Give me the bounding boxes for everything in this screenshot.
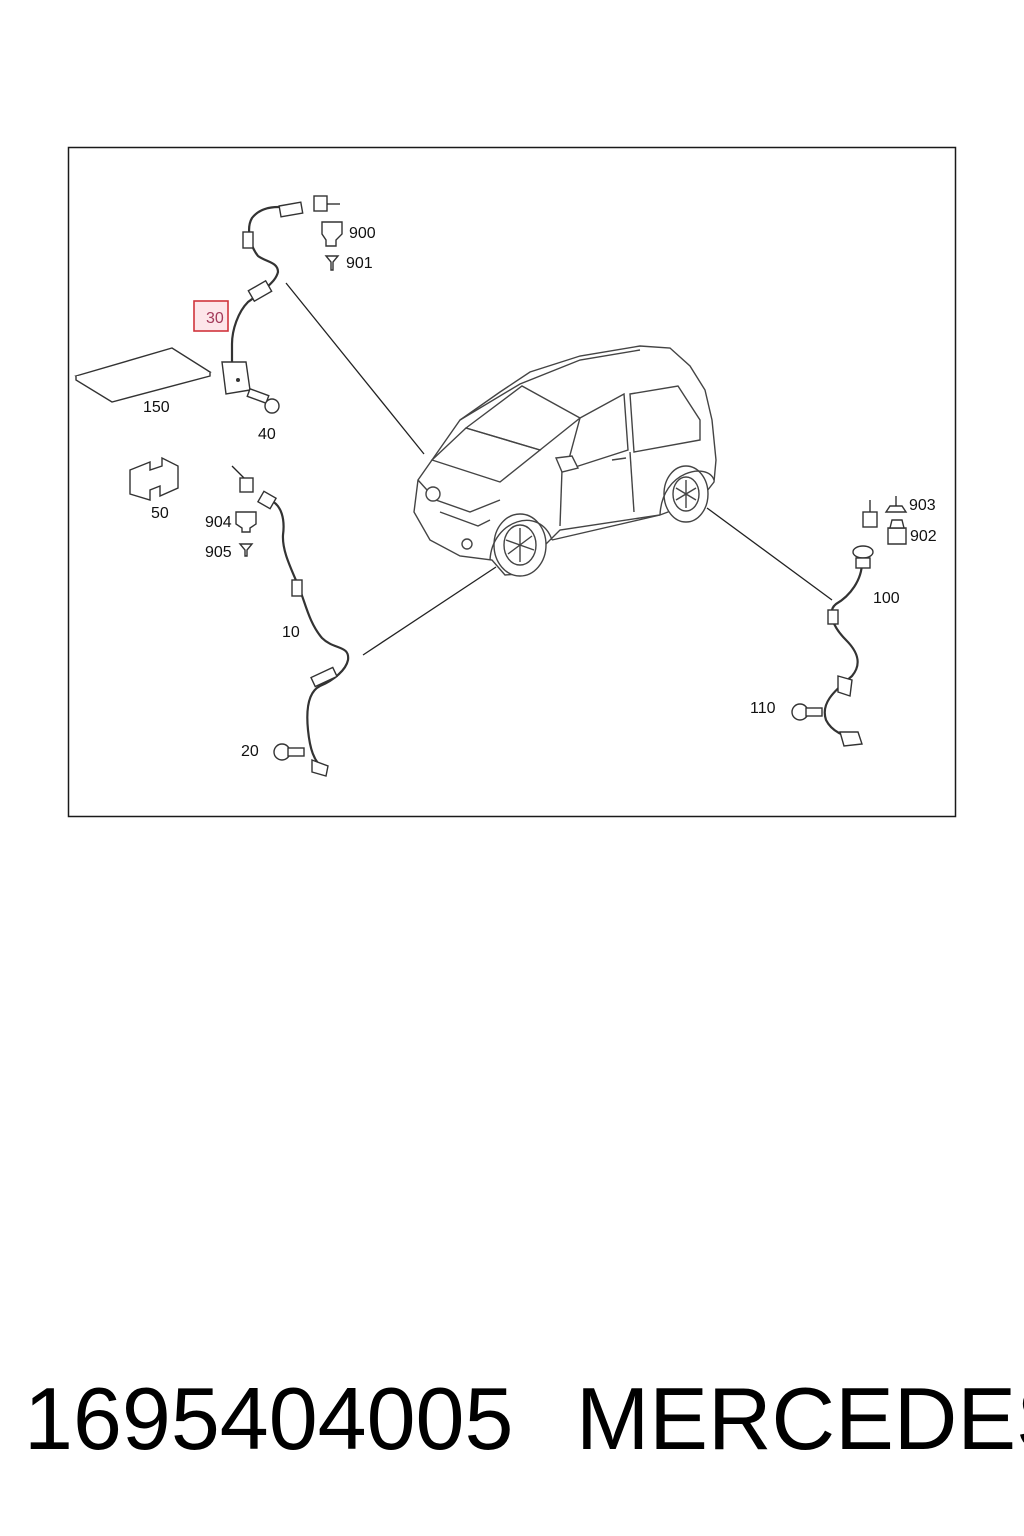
sensor-100-assembly [823, 545, 874, 747]
connector-904-905 [231, 465, 257, 557]
callout-50: 50 [151, 505, 169, 522]
sensor-10-assembly [256, 490, 350, 777]
callout-40: 40 [258, 426, 276, 443]
bolt-110 [791, 703, 823, 721]
bolt-40 [246, 387, 280, 414]
callout-30[interactable]: 30 [206, 310, 224, 327]
callout-900: 900 [349, 225, 376, 242]
callout-100: 100 [873, 590, 900, 607]
diagram-border [67, 146, 957, 818]
callout-902: 902 [910, 528, 937, 545]
connector-900-901 [313, 195, 343, 271]
callout-904: 904 [205, 514, 232, 531]
callout-150: 150 [143, 399, 170, 416]
part-number: 1695404005 [24, 1369, 514, 1468]
callout-905: 905 [205, 544, 232, 561]
callout-901: 901 [346, 255, 373, 272]
clip-50 [129, 456, 179, 501]
caption: 1695404005 MERCEDES [0, 1368, 1024, 1468]
callout-10: 10 [282, 624, 300, 641]
leader-lines [285, 282, 833, 656]
callout-110: 110 [750, 700, 776, 717]
connector-902-903 [862, 496, 908, 545]
car-illustration [413, 345, 717, 577]
callout-903: 903 [909, 497, 936, 514]
highlight-box-30 [193, 300, 229, 332]
bolt-20 [273, 743, 305, 761]
parts-diagram: 900 901 30 150 40 50 904 905 10 20 903 9… [67, 146, 957, 818]
callout-20: 20 [241, 743, 259, 760]
brand-name: MERCEDES [576, 1369, 1024, 1468]
sensor-30-assembly [221, 201, 304, 395]
